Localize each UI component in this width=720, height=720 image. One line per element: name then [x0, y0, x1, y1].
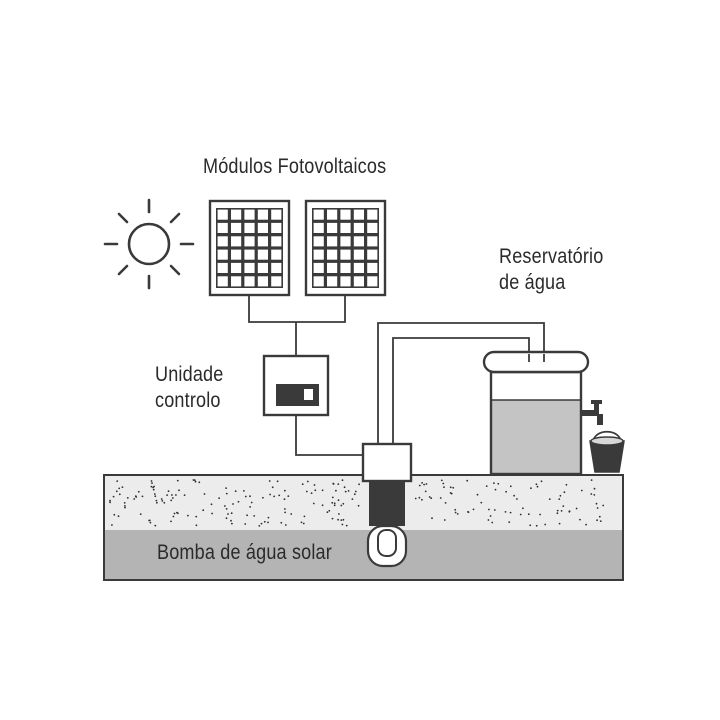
solar-panel-icon: [208, 199, 291, 297]
pump-label: Bomba de água solar: [157, 541, 332, 564]
reservoir-label-line2: de água: [499, 271, 566, 294]
faucet-icon: [581, 400, 603, 425]
ground: [103, 474, 624, 581]
water-table: [104, 530, 623, 580]
wiring: [248, 295, 363, 456]
controller-label: Unidade controlo: [155, 362, 223, 414]
bucket-icon: [589, 430, 625, 473]
pump-icon: [361, 442, 413, 568]
panels-label: Módulos Fotovoltaicos: [203, 155, 387, 178]
ground-surface: [104, 475, 623, 530]
water-pipe: [377, 322, 545, 447]
sun-icon: [103, 198, 195, 290]
tank-icon: [482, 350, 590, 476]
solar-panel-icon: [304, 199, 387, 297]
controller-label-line2: controlo: [155, 389, 221, 412]
controller-label-line1: Unidade: [155, 363, 224, 386]
controller-icon: [262, 354, 330, 417]
reservoir-label-line1: Reservatório: [499, 245, 604, 268]
soil-dots: [109, 479, 605, 527]
reservoir-label: Reservatório de água: [499, 244, 603, 296]
